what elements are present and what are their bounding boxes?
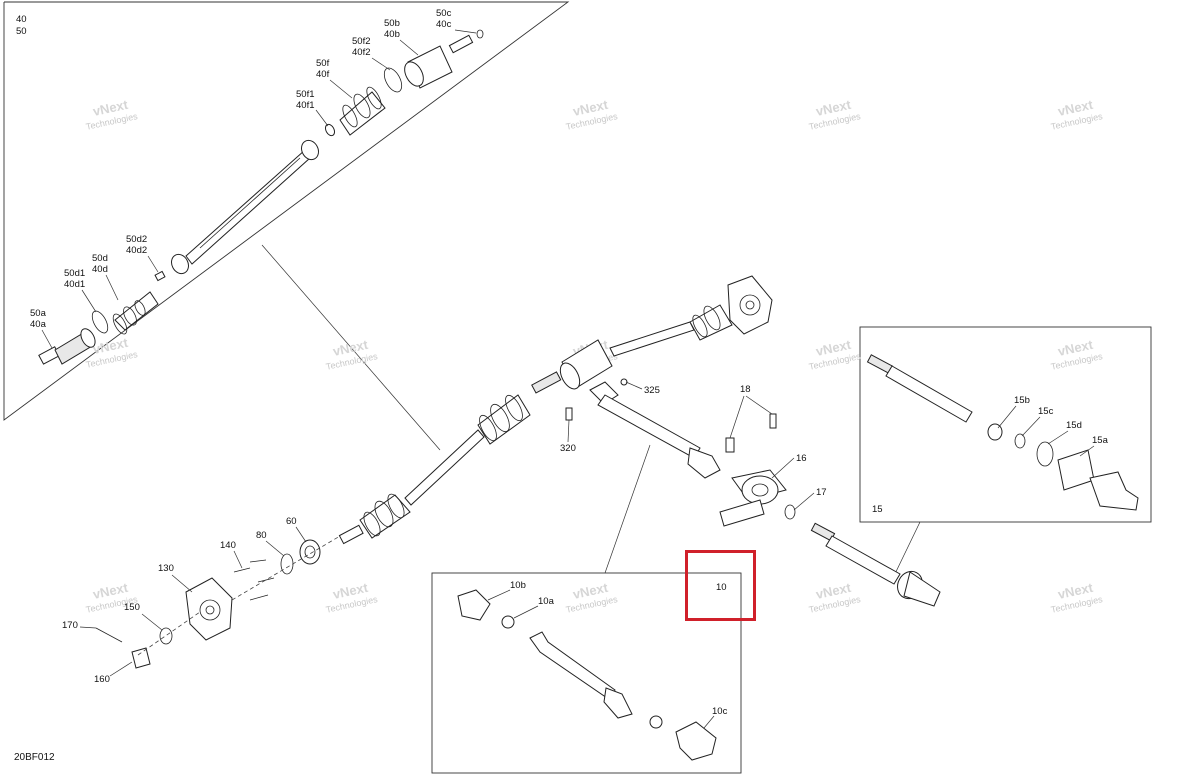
label-10b: 10b [510,580,526,591]
inset-leader-bottom [604,444,651,574]
label-15c: 15c [1038,406,1054,417]
propeller-shaft-10 [565,378,721,479]
labels-top-left: 40 50 50c 40c 50b 40b 50f2 40f2 50f 40f … [16,8,477,349]
watermark-line1: vNext [571,580,609,602]
label-16: 16 [796,453,807,464]
watermark-line1: vNext [814,97,852,119]
label-325: 325 [644,385,660,396]
label-15a: 15a [1092,435,1109,446]
label-50d2: 50d2 [126,234,147,245]
highlight-callout-10[interactable]: 10 [685,550,756,621]
watermark-line1: vNext [1056,97,1094,119]
label-50c: 50c [436,8,452,19]
label-150: 150 [124,602,140,613]
label-40d2: 40d2 [126,245,147,256]
label-18: 18 [740,384,751,395]
watermark-line1: vNext [814,580,852,602]
label-17: 17 [816,487,827,498]
labels-inset-10: 10b 10a 10c [487,580,728,729]
inset-10-parts [457,589,717,761]
watermark-line1: vNext [91,97,129,119]
inset-15-parts [866,354,1139,511]
label-50b: 50b [384,18,400,29]
watermark-line1: vNext [331,337,369,359]
inset-leader-right [891,521,921,581]
hub-assembly [95,535,341,669]
watermark-line1: vNext [1056,337,1094,359]
label-40a: 40a [30,319,47,330]
label-40d1: 40d1 [64,279,85,290]
label-160: 160 [94,674,110,685]
main-drive-shaft [338,275,773,545]
watermark-line1: vNext [331,580,369,602]
label-10a: 10a [538,596,555,607]
label-50d: 50d [92,253,108,264]
label-40f2: 40f2 [352,47,371,58]
inset-leader-top-left [261,244,441,451]
label-80: 80 [256,530,267,541]
label-50f2: 50f2 [352,36,371,47]
inset-frame-bottom [431,572,742,774]
inset-frame-right [859,326,1152,523]
label-10: 10 [716,582,727,593]
drawing-code: 20BF012 [14,752,55,763]
label-320: 320 [560,443,576,454]
label-40f: 40f [316,69,330,80]
rear-output-shaft [810,522,941,607]
label-60: 60 [286,516,297,527]
label-50f: 50f [316,58,330,69]
label-15d: 15d [1066,420,1082,431]
label-15: 15 [872,504,883,515]
label-50f1: 50f1 [296,89,315,100]
label-50: 50 [16,26,27,37]
labels-main: 325 320 18 16 17 15b 15c 15d 15a 15 140 … [62,381,1109,685]
watermark-line1: vNext [814,337,852,359]
carrier-bearing-16 [719,413,796,527]
watermark-line1: vNext [91,580,129,602]
label-50d1: 50d1 [64,268,85,279]
label-140: 140 [220,540,236,551]
watermark-line1: vNext [571,97,609,119]
label-10c: 10c [712,706,728,717]
watermark-line1: vNext [91,335,129,357]
label-15b: 15b [1014,395,1030,406]
inset-frame-top-left [3,1,570,421]
label-130: 130 [158,563,174,574]
label-50a: 50a [30,308,47,319]
label-40d: 40d [92,264,108,275]
label-40: 40 [16,14,27,25]
label-170: 170 [62,620,78,631]
label-40f1: 40f1 [296,100,315,111]
half-shaft-40-50 [38,29,484,365]
label-40b: 40b [384,29,400,40]
watermark-line1: vNext [1056,580,1094,602]
label-40c: 40c [436,19,452,30]
